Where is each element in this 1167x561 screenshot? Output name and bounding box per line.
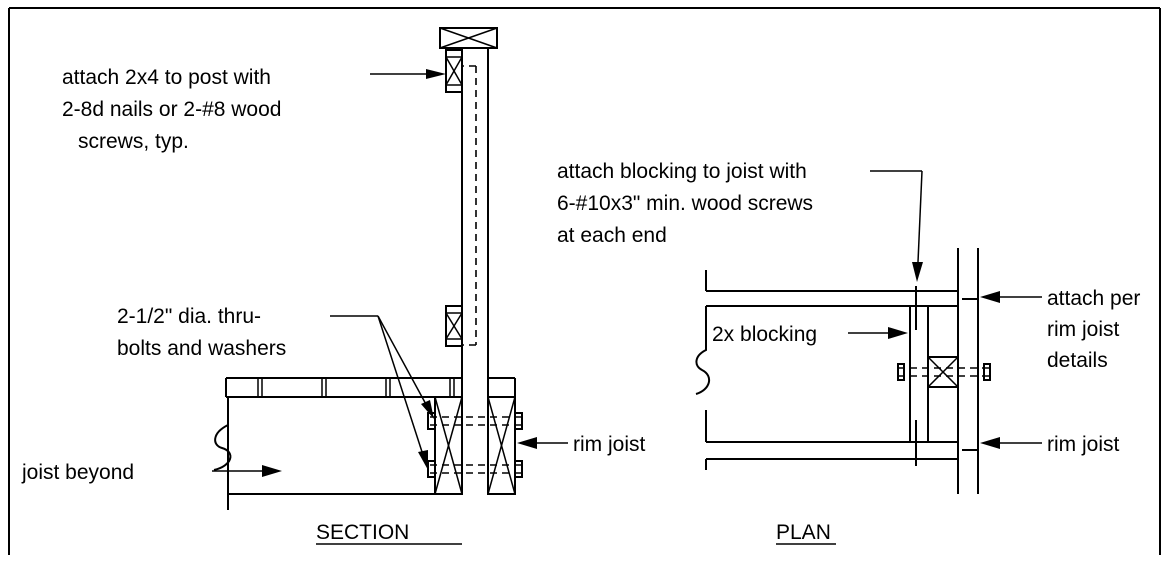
rim-joist-right	[487, 396, 516, 495]
note-attach-per-line3: details	[1047, 349, 1108, 372]
plan-rim-connections	[962, 298, 978, 451]
joist-beyond	[213, 397, 435, 510]
leader-attach-2x4	[370, 69, 446, 79]
bottom-2x4-block	[445, 305, 463, 347]
thru-bolt-lower	[427, 460, 523, 478]
leader-thru-bolts	[330, 315, 434, 470]
note-attach-2x4-line1: attach 2x4 to post with	[62, 66, 271, 89]
rim-joist-left	[434, 396, 463, 495]
note-attach-2x4-line3: screws, typ.	[78, 130, 189, 153]
plan-thru-bolt	[897, 363, 991, 381]
post-cap	[439, 27, 498, 49]
note-attach-2x4-line2: 2-8d nails or 2-#8 wood	[62, 98, 281, 121]
post	[461, 48, 489, 494]
decking	[225, 377, 516, 398]
note-rim-joist-section: rim joist	[573, 433, 645, 456]
plan-rim-joists	[957, 248, 979, 494]
note-rim-joist-plan: rim joist	[1047, 433, 1119, 456]
sheet-border	[8, 7, 1161, 555]
leader-attach-blocking	[870, 170, 923, 282]
top-2x4-block	[445, 49, 463, 93]
infill-2x4	[462, 65, 477, 346]
plan-post	[927, 356, 959, 388]
leader-joist-beyond	[212, 465, 282, 477]
leader-blocking	[848, 327, 908, 339]
note-attach-per-line1: attach per	[1047, 287, 1140, 310]
leader-rim-joist-plan	[980, 437, 1042, 449]
note-joist-beyond: joist beyond	[21, 461, 134, 484]
section-title: SECTION	[316, 521, 409, 544]
note-blocking: 2x blocking	[712, 323, 817, 346]
plan-view: attach blocking to joist with 6-#10x3" m…	[557, 160, 1140, 545]
note-thru-bolts-line1: 2-1/2" dia. thru-	[117, 305, 261, 328]
section-view: attach 2x4 to post with 2-8d nails or 2-…	[21, 27, 645, 545]
plan-title: PLAN	[776, 521, 831, 544]
note-attach-blocking-line3: at each end	[557, 224, 667, 247]
plan-joist-upper	[706, 290, 958, 307]
note-thru-bolts-line2: bolts and washers	[117, 337, 286, 360]
plan-joist-break	[695, 270, 711, 470]
note-attach-blocking-line1: attach blocking to joist with	[557, 160, 807, 183]
plan-blocking	[909, 306, 929, 442]
leader-rim-joist-section	[517, 437, 568, 449]
leader-attach-per	[980, 291, 1042, 303]
note-attach-blocking-line2: 6-#10x3" min. wood screws	[557, 192, 813, 215]
note-attach-per-line2: rim joist	[1047, 318, 1119, 341]
plan-joist-lower	[706, 441, 958, 460]
